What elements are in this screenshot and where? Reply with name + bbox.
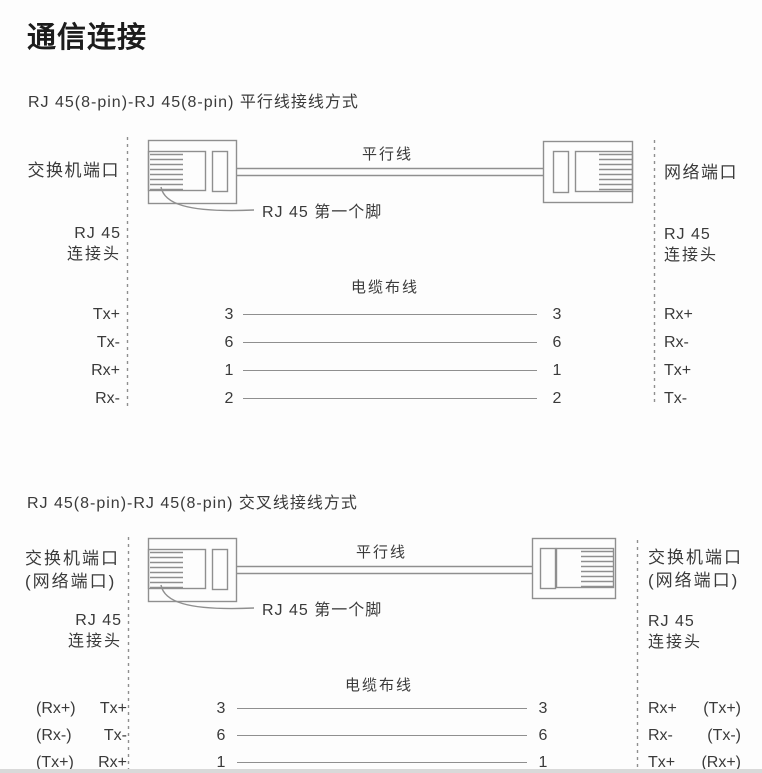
section-2-left-connector-label: RJ 45 连接头 — [0, 610, 122, 652]
right-pin-number: 1 — [552, 362, 562, 379]
left-signal-pair: (Rx+) Tx+ — [36, 696, 127, 722]
left-signal: Tx- — [96, 334, 120, 351]
right-pin-number: 1 — [538, 754, 548, 771]
port-line-1: 交换机端口 — [25, 549, 120, 568]
right-signal-pair: Rx+ (Tx+) — [648, 696, 741, 722]
right-pin-number: 6 — [538, 727, 548, 744]
section-1-right-connector-label: RJ 45 连接头 — [664, 224, 718, 266]
section-1-right-port-label: 网络端口 — [664, 163, 738, 182]
right-signal: Tx- — [664, 390, 688, 407]
rj45-text: RJ 45 — [648, 613, 695, 630]
pin-row: (Tx+) Rx+ 1 1 Tx+ (Rx+) — [0, 750, 762, 773]
wire-line — [237, 735, 527, 736]
wire-line — [237, 762, 527, 763]
right-pin-number: 6 — [552, 334, 562, 351]
section-1-cable-label: 平行线 — [362, 146, 414, 163]
left-signal-pair: (Rx-) Tx- — [36, 723, 127, 749]
section-2-right-port-label: 交换机端口 (网络端口) — [648, 546, 743, 592]
section-1-wiring-title: 电缆布线 — [351, 279, 420, 296]
section-2-wiring-title: 电缆布线 — [345, 677, 414, 694]
left-pin-number: 6 — [216, 727, 226, 744]
port-line-1: 交换机端口 — [648, 548, 743, 567]
rj45-connector-left-1 — [147, 139, 238, 205]
rj45-text: RJ 45 — [664, 226, 711, 243]
section-1-heading: RJ 45(8-pin)-RJ 45(8-pin) 平行线接线方式 — [28, 94, 359, 111]
port-line-2: (网络端口) — [648, 571, 740, 590]
left-pin-number: 1 — [216, 754, 226, 771]
connector-head-text: 连接头 — [648, 634, 703, 651]
right-signal-alt: (Rx+) — [701, 754, 741, 771]
left-pin-number: 1 — [224, 362, 234, 379]
wire-line — [243, 398, 537, 399]
first-pin-pointer-curve-2 — [160, 584, 255, 610]
right-signal: Tx+ — [664, 362, 692, 379]
right-signal-alt: (Tx+) — [703, 700, 741, 717]
left-signal: Tx+ — [92, 306, 120, 323]
section-2-heading: RJ 45(8-pin)-RJ 45(8-pin) 交叉线接线方式 — [27, 495, 358, 512]
left-pin-number: 3 — [224, 306, 234, 323]
section-2-cable-label: 平行线 — [356, 544, 408, 561]
rj45-connector-right-1 — [542, 140, 634, 204]
pin-row: (Rx-) Tx- 6 6 Rx- (Tx-) — [0, 723, 762, 749]
left-signal: Tx- — [103, 727, 127, 744]
pin-row: Rx- 2 2 Tx- — [0, 386, 762, 412]
left-signal: Rx- — [95, 390, 120, 407]
left-signal: Rx+ — [98, 754, 127, 771]
connector-head-text: 连接头 — [664, 247, 719, 264]
section-1-left-port-label: 交换机端口 — [27, 161, 120, 180]
right-pin-number: 2 — [552, 390, 562, 407]
page-bottom-divider — [0, 769, 762, 773]
pin-row: Tx- 6 6 Rx- — [0, 330, 762, 356]
left-signal: Tx+ — [99, 700, 127, 717]
rj45-connector-right-2 — [531, 537, 617, 600]
wire-line — [237, 708, 527, 709]
section-1-first-pin-note: RJ 45 第一个脚 — [262, 204, 383, 221]
section-2-first-pin-note: RJ 45 第一个脚 — [262, 602, 383, 619]
rj45-text: RJ 45 — [75, 612, 122, 629]
right-signal-alt: (Tx-) — [707, 727, 741, 744]
first-pin-pointer-curve-1 — [160, 186, 255, 212]
wire-line — [243, 370, 537, 371]
left-signal-pair: (Tx+) Rx+ — [36, 750, 127, 773]
right-signal: Tx+ — [648, 754, 676, 771]
right-signal-pair: Rx- (Tx-) — [648, 723, 741, 749]
right-signal: Rx- — [648, 727, 673, 744]
port-line-2: (网络端口) — [25, 572, 117, 591]
wire-line — [243, 342, 537, 343]
section-2-right-connector-label: RJ 45 连接头 — [648, 611, 702, 653]
left-signal-alt: (Rx+) — [36, 700, 76, 717]
section-2-left-port-label: 交换机端口 (网络端口) — [25, 547, 165, 593]
left-pin-number: 3 — [216, 700, 226, 717]
rj45-text: RJ 45 — [74, 225, 121, 242]
right-signal-pair: Tx+ (Rx+) — [648, 750, 741, 773]
right-pin-number: 3 — [552, 306, 562, 323]
left-signal-alt: (Tx+) — [36, 754, 74, 771]
connector-head-text: 连接头 — [66, 246, 121, 263]
section-1-left-connector-label: RJ 45 连接头 — [0, 223, 121, 265]
page-title: 通信连接 — [27, 22, 148, 54]
pin-row: (Rx+) Tx+ 3 3 Rx+ (Tx+) — [0, 696, 762, 722]
right-signal: Rx+ — [648, 700, 677, 717]
connector-head-text: 连接头 — [67, 633, 122, 650]
parallel-cable-1 — [236, 167, 543, 177]
parallel-cable-2 — [236, 565, 532, 575]
right-pin-number: 3 — [538, 700, 548, 717]
right-signal: Rx+ — [664, 306, 693, 323]
left-pin-number: 2 — [224, 390, 234, 407]
left-signal-alt: (Rx-) — [36, 727, 72, 744]
pin-row: Rx+ 1 1 Tx+ — [0, 358, 762, 384]
wire-line — [243, 314, 537, 315]
right-signal: Rx- — [664, 334, 689, 351]
left-pin-number: 6 — [224, 334, 234, 351]
left-signal: Rx+ — [91, 362, 120, 379]
pin-row: Tx+ 3 3 Rx+ — [0, 302, 762, 328]
